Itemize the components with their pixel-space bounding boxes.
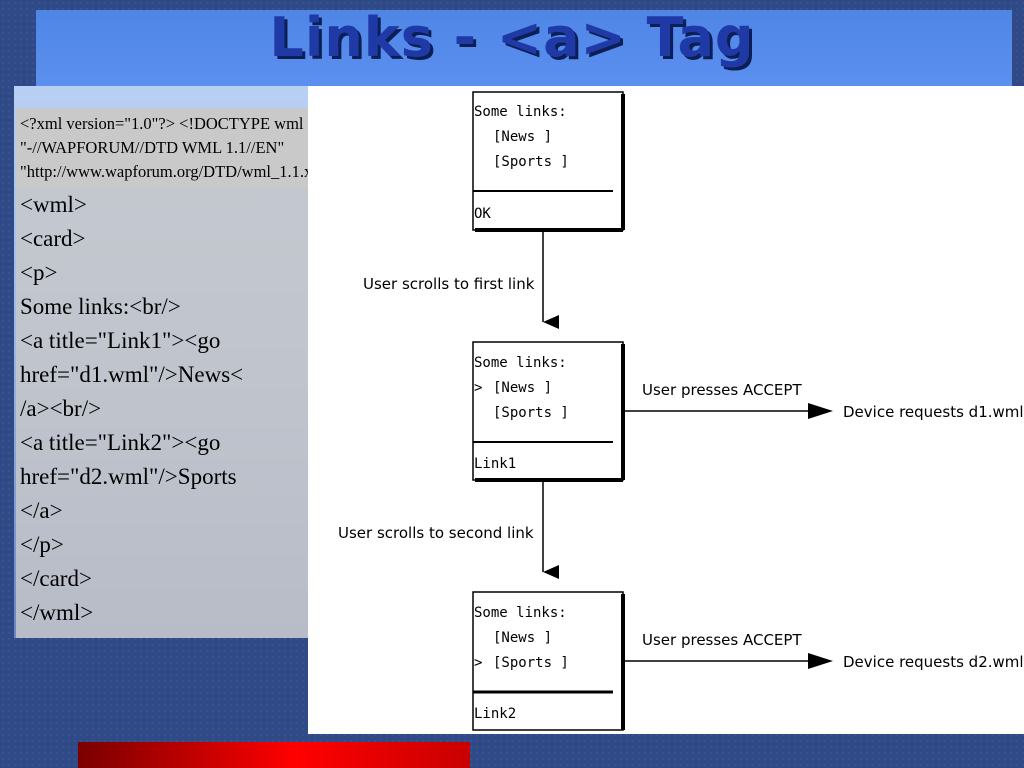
wml-flow-diagram: Some links: [News ] [Sports ] OK User sc… <box>308 86 1024 734</box>
code-line: </wml> <box>20 600 94 625</box>
slide-title: Links - <a> Tag <box>269 6 755 69</box>
scroll-label-1: User scrolls to first link <box>363 275 535 293</box>
code-line: <a title="Link1"><go <box>20 328 221 353</box>
screen-cursor: > <box>474 380 482 396</box>
code-line: </p> <box>20 532 64 557</box>
code-line: </a> <box>20 498 63 523</box>
phone-screen-2: Some links: > [News ] [Sports ] Link1 <box>472 341 625 482</box>
code-line: <wml> <box>20 192 87 217</box>
request-label-2: Device requests d2.wml <box>843 653 1024 671</box>
screen-heading: Some links: <box>474 355 567 371</box>
code-line: /a><br/> <box>20 396 102 421</box>
screen-heading: Some links: <box>474 104 567 120</box>
code-line: href="d2.wml"/>Sports <box>20 464 237 489</box>
screen-heading: Some links: <box>474 605 567 621</box>
accept-label-1: User presses ACCEPT <box>642 381 802 399</box>
code-line: <p> <box>20 260 58 285</box>
phone-screen-1: Some links: [News ] [Sports ] OK <box>472 91 625 232</box>
screen-item-news: [News ] <box>493 380 552 396</box>
screen-item-news: [News ] <box>493 129 552 145</box>
code-line: Some links:<br/> <box>20 294 181 319</box>
screen-cursor: > <box>474 655 482 671</box>
code-line: href="d1.wml"/>News< <box>20 362 244 387</box>
accept-arrow-head <box>808 653 833 669</box>
phone-screen-3: Some links: [News ] > [Sports ] Link2 <box>472 591 625 731</box>
code-block: <wml> <card> <p> Some links:<br/> <a tit… <box>16 188 308 638</box>
screen-frame <box>472 91 624 231</box>
code-line: <a title="Link2"><go <box>20 430 221 455</box>
scroll-label-2: User scrolls to second link <box>338 524 534 542</box>
screen-softkey: OK <box>474 206 491 222</box>
request-label-1: Device requests d1.wml <box>843 403 1024 421</box>
screen-frame <box>472 591 624 731</box>
screen-item-sports: [Sports ] <box>493 405 569 421</box>
code-line: <card> <box>20 226 86 251</box>
screen-softkey: Link1 <box>474 456 516 472</box>
accept-arrow-head <box>808 403 833 419</box>
screen-item-sports: [Sports ] <box>493 655 569 671</box>
screen-item-sports: [Sports ] <box>493 154 569 170</box>
title-panel <box>36 10 1012 86</box>
accept-label-2: User presses ACCEPT <box>642 631 802 649</box>
code-line: </card> <box>20 566 92 591</box>
screen-item-news: [News ] <box>493 630 552 646</box>
screen-softkey: Link2 <box>474 706 516 722</box>
decorative-red-bar <box>78 742 470 768</box>
diagram-svg: Some links: [News ] [Sports ] OK User sc… <box>338 91 1024 731</box>
